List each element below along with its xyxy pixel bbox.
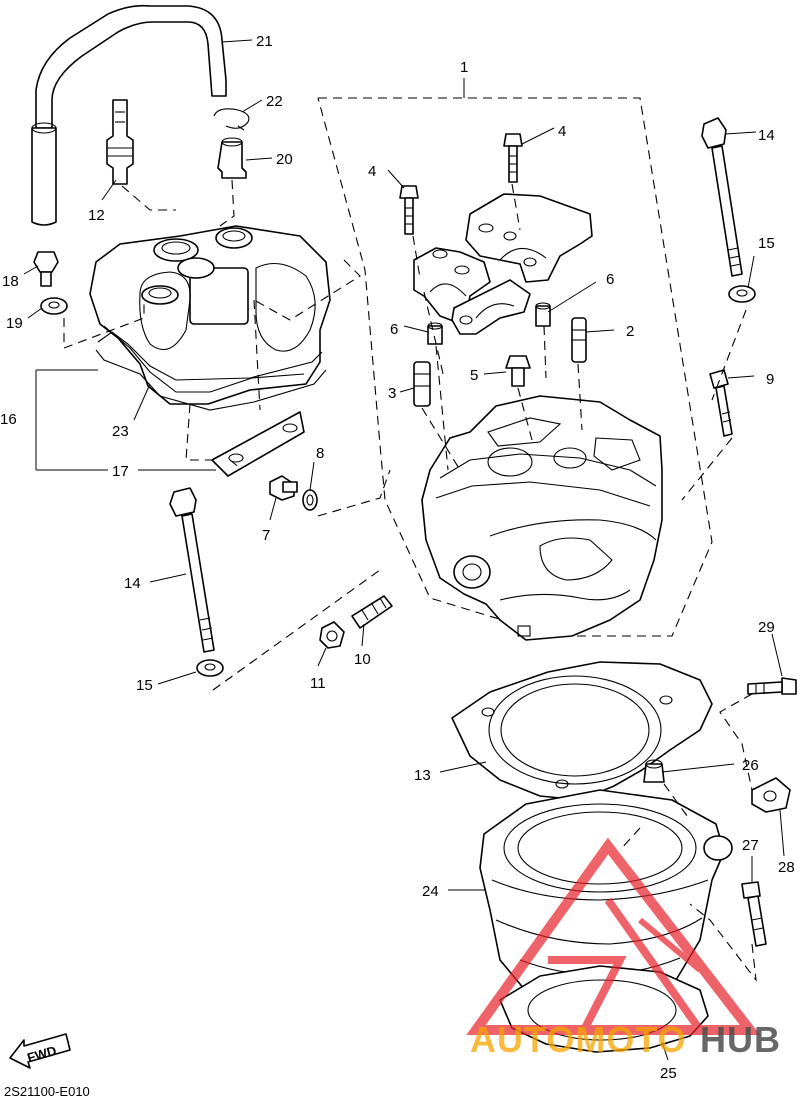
assembly-boundary (317, 97, 713, 637)
cap-washer (40, 297, 68, 315)
breather-hose (31, 4, 227, 226)
diagram-code: 2S21100-E010 (4, 1084, 90, 1099)
callout-18: 18 (2, 273, 19, 290)
callout-3: 3 (388, 385, 396, 402)
callout-12: 12 (88, 207, 105, 224)
camshaft-cap-lower (451, 279, 531, 335)
callout-6-right: 6 (606, 271, 614, 288)
callout-17: 17 (112, 463, 129, 480)
callout-11: 11 (310, 675, 326, 692)
callout-25: 25 (660, 1065, 677, 1082)
upper-bolt (747, 677, 797, 695)
washer-left (196, 659, 224, 677)
spark-plug (106, 99, 134, 185)
callout-15-right: 15 (758, 235, 775, 252)
callout-14-left: 14 (124, 575, 141, 592)
callout-14-right: 14 (758, 127, 775, 144)
callout-9: 9 (766, 371, 774, 388)
callout-labels: 1 2 3 4 4 5 6 6 7 8 9 10 11 12 13 14 14 … (0, 33, 795, 1082)
callout-19: 19 (6, 315, 23, 332)
callout-13: 13 (414, 767, 431, 784)
cap-bolt-right (503, 133, 523, 183)
callout-24: 24 (422, 883, 439, 900)
head-cover (89, 225, 331, 405)
watermark-text-hub: HUB (700, 1019, 781, 1060)
exhaust-nut (319, 621, 345, 649)
callout-21: 21 (256, 33, 273, 50)
washer-right (728, 285, 756, 303)
cylinder-dowel (643, 759, 665, 783)
callout-26: 26 (742, 757, 759, 774)
cap-bolt (33, 251, 59, 287)
fwd-arrow: FWD (9, 1033, 71, 1069)
cover-plate (211, 411, 305, 477)
stud-left (413, 361, 431, 407)
callout-8: 8 (316, 445, 324, 462)
callout-5: 5 (470, 367, 478, 384)
cap-bolt-left (399, 185, 419, 235)
callout-22: 22 (266, 93, 283, 110)
callout-1: 1 (460, 59, 468, 76)
fitting-washer (302, 489, 318, 511)
callout-16: 16 (0, 411, 17, 428)
callout-10: 10 (354, 651, 371, 668)
hose-fitting (269, 475, 298, 501)
hose-clip (213, 108, 250, 131)
head-gasket (451, 661, 713, 801)
callout-15-left: 15 (136, 677, 153, 694)
side-bolt (709, 369, 733, 437)
exhaust-stud (351, 595, 393, 629)
callout-2: 2 (626, 323, 634, 340)
cylinder-head (421, 395, 663, 641)
assembly-lines (23, 39, 785, 1061)
lower-bolt (741, 881, 767, 947)
callout-29: 29 (758, 619, 775, 636)
callout-28: 28 (778, 859, 795, 876)
tensioner-bracket (751, 777, 791, 813)
cover-gasket (95, 331, 327, 411)
callout-23: 23 (112, 423, 129, 440)
hose-joint (217, 137, 247, 179)
callout-4-right: 4 (558, 123, 566, 140)
callout-27: 27 (742, 837, 759, 854)
callout-7: 7 (262, 527, 270, 544)
dowel-pin-right (535, 302, 551, 327)
camshaft-cap-right (465, 193, 593, 283)
watermark-text-auto: AUTOMOTO (470, 1019, 687, 1060)
long-bolt-left (169, 487, 215, 653)
callout-20: 20 (276, 151, 293, 168)
watermark-logo (466, 837, 761, 1035)
dowel-pin-left (427, 322, 443, 345)
stud-right (571, 317, 587, 363)
callout-4-left: 4 (368, 163, 376, 180)
long-bolt-right (701, 117, 743, 277)
head-bolt-small (505, 355, 531, 387)
cylinder (479, 789, 733, 1013)
callout-6-left: 6 (390, 321, 398, 338)
